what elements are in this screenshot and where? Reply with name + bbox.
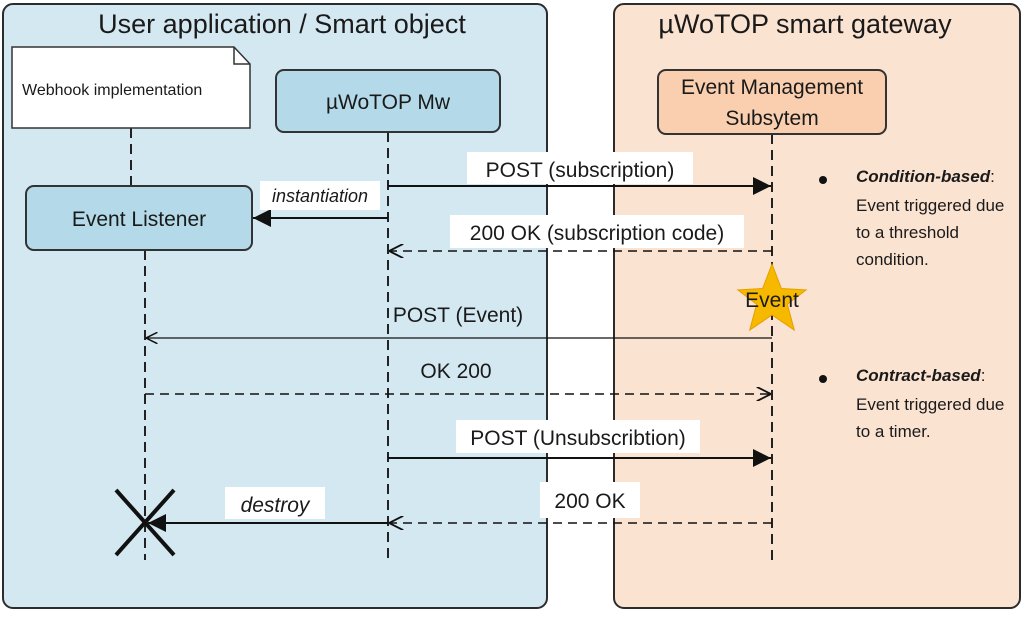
label-post-event: POST (Event) bbox=[393, 304, 523, 327]
note-condition-title: Condition-based: bbox=[856, 167, 995, 186]
label-bg-instantiation bbox=[260, 181, 380, 210]
ems-box bbox=[657, 69, 887, 135]
webhook-note: Webhook implementation bbox=[11, 46, 251, 129]
note-contract-title: Contract-based: bbox=[856, 366, 985, 385]
mw-label: µWoTOP Mw bbox=[326, 91, 451, 114]
label-bg-post-unsubscription bbox=[456, 420, 700, 453]
label-ok-200-final: 200 OK bbox=[554, 490, 625, 513]
event-listener-box bbox=[25, 185, 253, 251]
label-ok-200: OK 200 bbox=[420, 360, 491, 383]
webhook-note-label: Webhook implementation bbox=[22, 82, 202, 99]
note-contract-line2: to a timer. bbox=[856, 422, 931, 441]
ems-label-line2: Subsytem bbox=[725, 107, 818, 130]
note-contract-line1: Event triggered due bbox=[856, 395, 1004, 414]
label-bg-ok-200-final bbox=[540, 482, 640, 518]
label-event: Event bbox=[745, 289, 799, 312]
label-post-subscription: POST (subscription) bbox=[486, 159, 675, 182]
label-bg-post-subscription bbox=[467, 152, 693, 184]
label-post-unsubscription: POST (Unsubscribtion) bbox=[470, 427, 686, 450]
right-panel-title: µWoTOP smart gateway bbox=[658, 9, 952, 39]
left-panel-title: User application / Smart object bbox=[98, 9, 466, 39]
label-bg-ok-subscription-code bbox=[450, 215, 744, 248]
label-bg-destroy bbox=[225, 487, 325, 519]
destroy-x-icon bbox=[114, 488, 176, 557]
ems-label-line1: Event Management bbox=[681, 76, 863, 99]
bullet-contract bbox=[819, 375, 827, 383]
event-listener-label: Event Listener bbox=[72, 208, 206, 231]
note-condition-line2: to a threshold bbox=[856, 223, 959, 242]
event-star bbox=[736, 262, 808, 332]
label-destroy: destroy bbox=[241, 494, 311, 517]
note-condition-line1: Event triggered due bbox=[856, 196, 1004, 215]
label-instantiation: instantiation bbox=[272, 186, 368, 206]
mw-box bbox=[275, 69, 501, 133]
label-ok-subscription-code: 200 OK (subscription code) bbox=[470, 222, 724, 245]
note-condition-line3: condition. bbox=[856, 250, 929, 269]
bullet-condition bbox=[819, 176, 827, 184]
